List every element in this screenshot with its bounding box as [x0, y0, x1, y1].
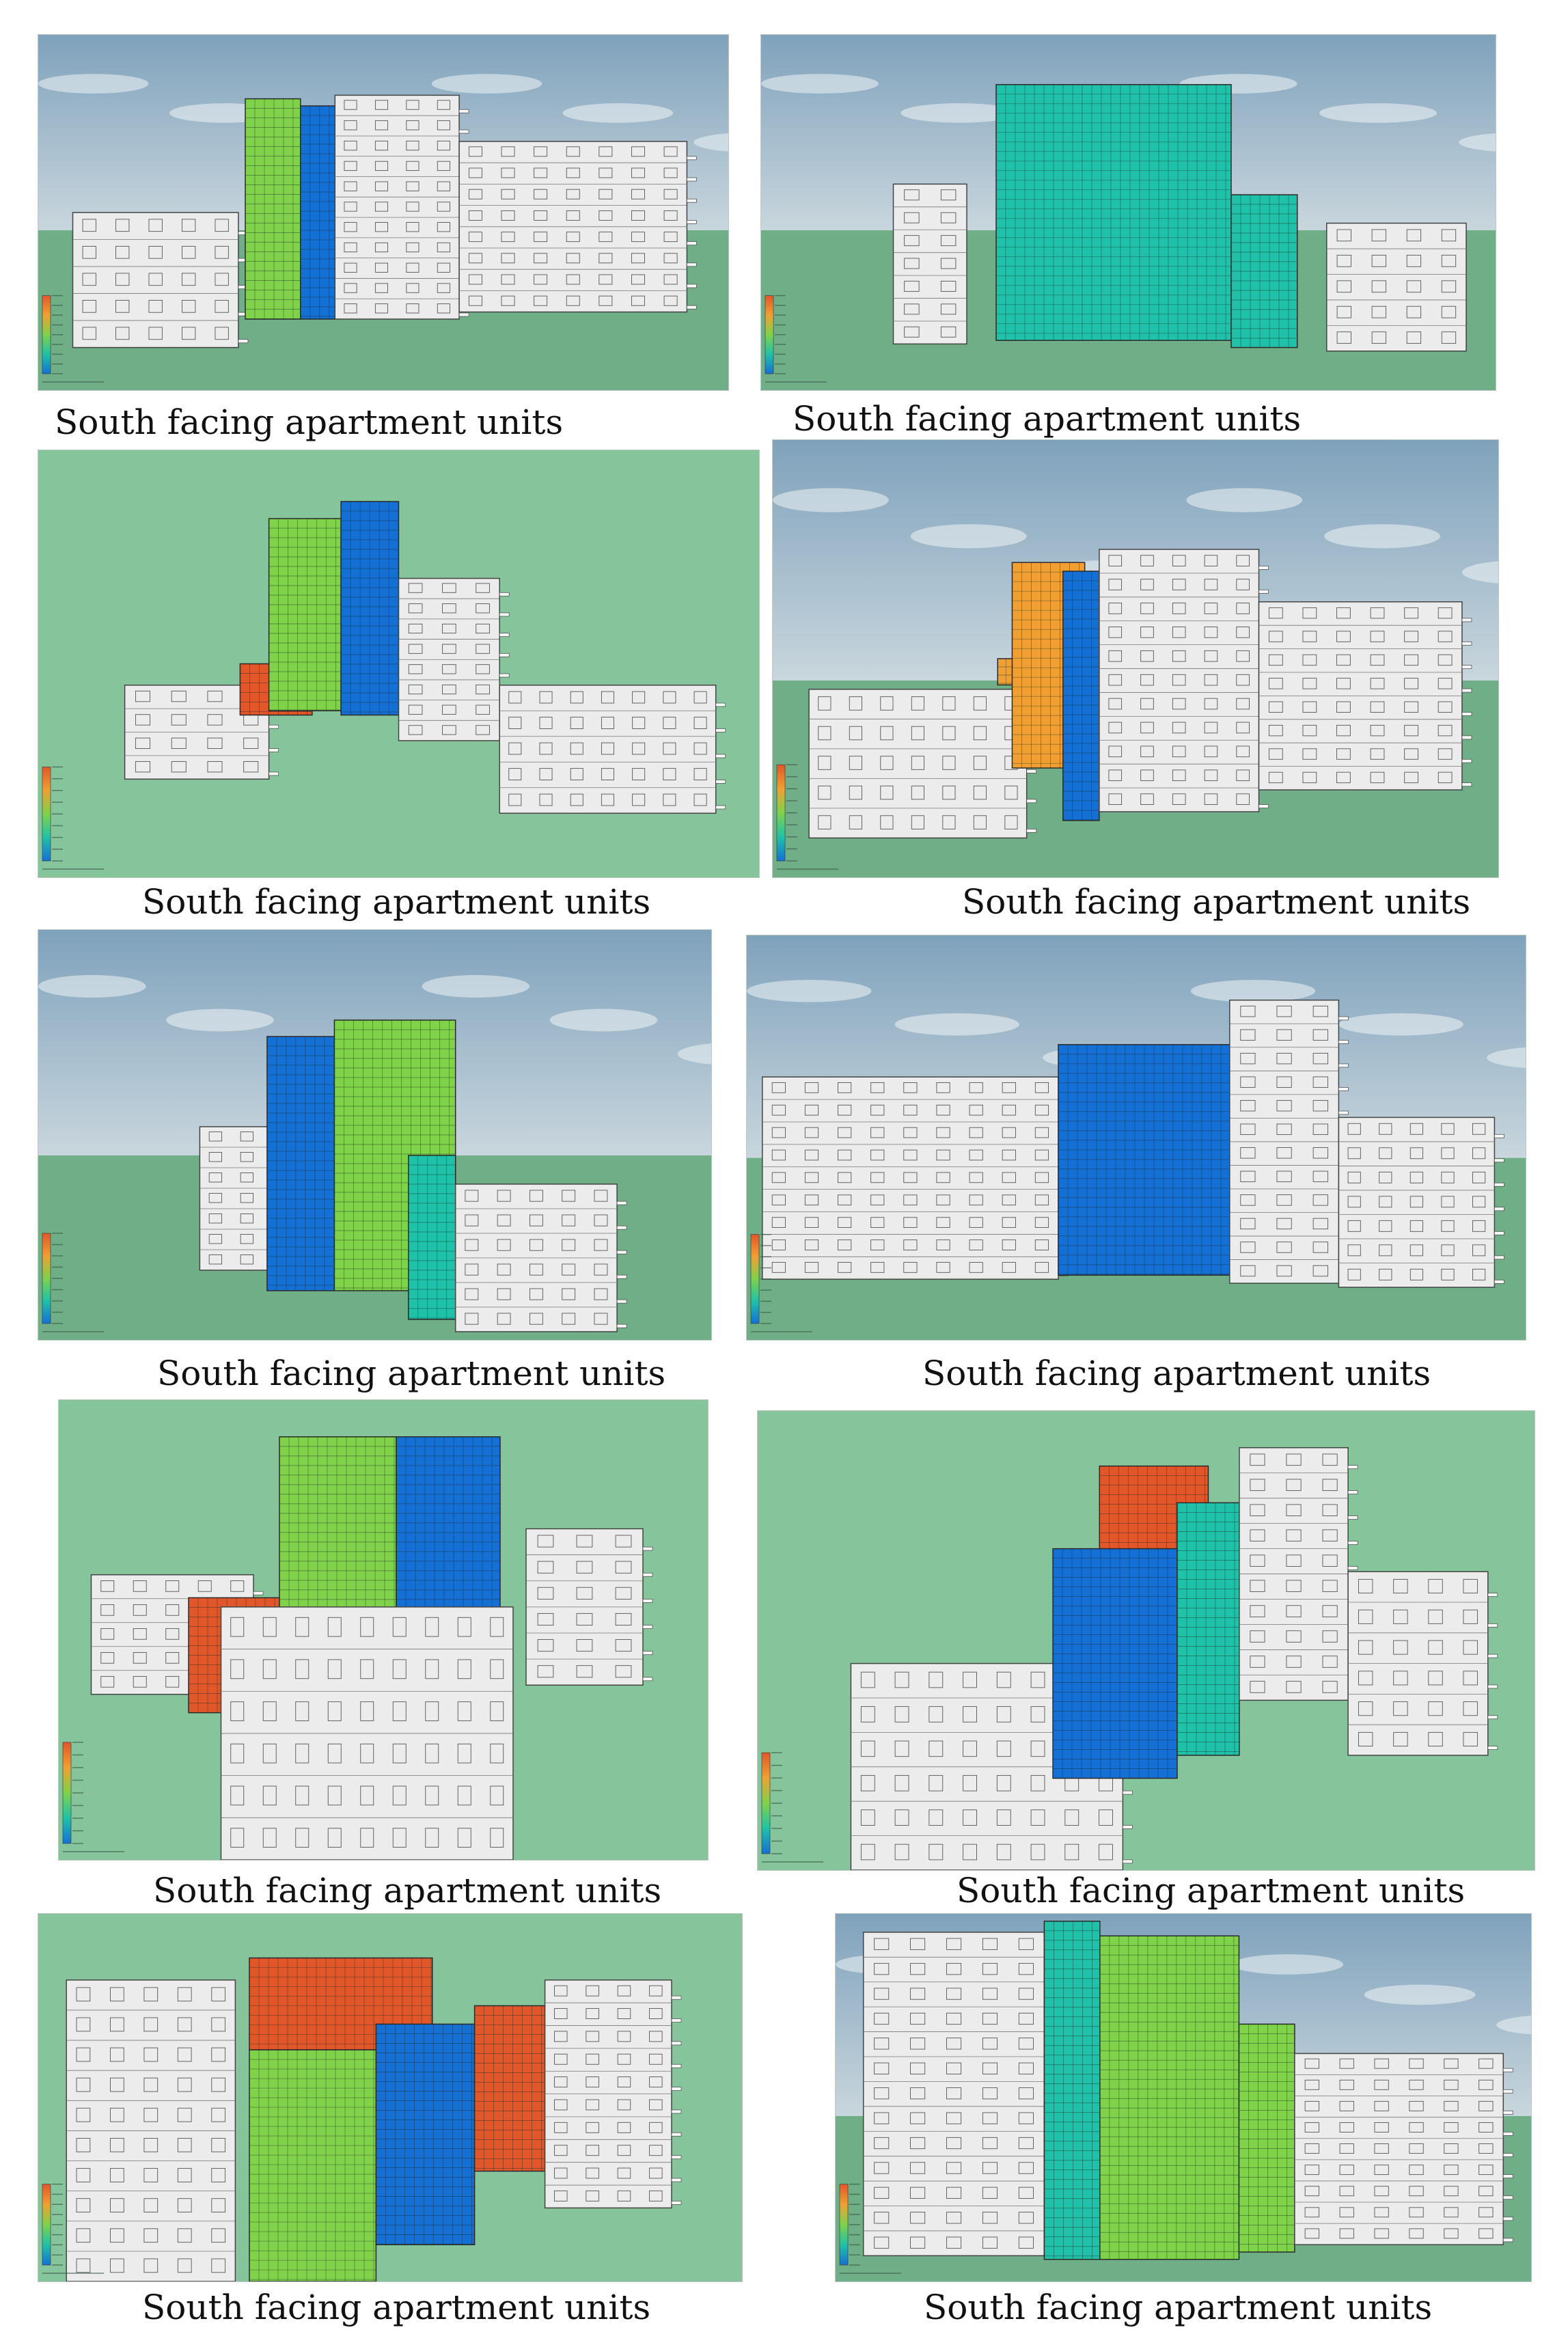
facade-irradiance-green	[245, 98, 301, 320]
building-right	[1294, 2053, 1513, 2245]
facade-irradiance-teal	[1177, 1502, 1240, 1756]
render-5-svg	[38, 930, 711, 1340]
building-right	[1326, 222, 1467, 352]
building-left	[808, 689, 1037, 839]
legend-colorbar	[42, 767, 51, 862]
render-9-svg	[38, 1914, 742, 2281]
building-tower	[1239, 1447, 1358, 1701]
facade-irradiance-teal-low	[1230, 194, 1298, 348]
render-4-svg	[773, 440, 1498, 877]
building-aerial-right	[525, 1528, 653, 1686]
facade-irradiance-teal	[995, 84, 1232, 341]
panel-caption-4: South facing apartment units	[962, 882, 1471, 922]
panel-caption-9: South facing apartment units	[142, 2288, 651, 2327]
render-panel-6	[746, 935, 1526, 1341]
facade-irradiance-blue	[1052, 1548, 1178, 1779]
facade-irradiance-green	[268, 518, 342, 711]
building-left	[762, 1076, 1069, 1280]
legend-colorbar	[776, 764, 786, 862]
building-aerial-right	[544, 1979, 682, 2209]
render-2-svg	[761, 35, 1496, 390]
render-1-svg	[38, 35, 728, 390]
building-foreground	[220, 1606, 514, 1860]
facade-irradiance-green	[249, 2049, 377, 2281]
facade-irradiance-green	[1099, 1935, 1240, 2260]
render-3-svg	[38, 450, 759, 877]
panel-caption-3: South facing apartment units	[142, 882, 651, 922]
render-10-svg	[836, 1914, 1531, 2281]
legend-colorbar	[42, 295, 51, 374]
panel-caption-10: South facing apartment units	[924, 2288, 1433, 2327]
building-tower	[1229, 999, 1349, 1284]
building-left	[72, 212, 249, 348]
panel-caption-5: South facing apartment units	[157, 1354, 666, 1393]
building-aerial-left	[66, 1979, 236, 2281]
building-aerial-right	[499, 685, 726, 814]
roof-irradiance-orange-2	[473, 2005, 546, 2172]
building-right	[454, 1183, 627, 1332]
render-8-svg	[758, 1411, 1535, 1870]
legend-colorbar	[42, 1233, 51, 1324]
building-left	[862, 1932, 1054, 2257]
render-panel-9	[38, 1913, 743, 2282]
panel-caption-8: South facing apartment units	[957, 1871, 1466, 1910]
facade-irradiance-green-2	[1238, 2023, 1295, 2253]
panel-caption-1: South facing apartment units	[55, 402, 564, 442]
facade-irradiance-blue	[1058, 1044, 1230, 1276]
legend-colorbar	[62, 1742, 72, 1844]
legend-colorbar	[42, 2184, 51, 2266]
legend-colorbar	[761, 1752, 771, 1854]
facade-irradiance-blue	[300, 105, 336, 320]
panel-caption-7: South facing apartment units	[153, 1871, 662, 1910]
render-panel-5	[38, 929, 712, 1341]
building-aerial-right	[1347, 1571, 1498, 1756]
legend-colorbar	[750, 1234, 760, 1324]
facade-irradiance-teal	[1043, 1921, 1101, 2260]
facade-irradiance-teal	[408, 1155, 456, 1320]
render-panel-10	[835, 1913, 1532, 2282]
facade-irradiance-blue	[1062, 571, 1100, 821]
legend-colorbar	[839, 2184, 849, 2266]
building-right	[1258, 601, 1472, 791]
building-aerial-mid	[398, 577, 510, 741]
facade-irradiance-blue	[340, 501, 400, 716]
render-panel-3	[38, 450, 760, 878]
render-panel-7	[58, 1399, 709, 1861]
building-right	[458, 141, 697, 313]
render-7-svg	[59, 1400, 708, 1860]
building-right	[1338, 1116, 1504, 1288]
building-left	[892, 183, 967, 345]
facade-irradiance-blue	[266, 1036, 335, 1291]
legend-colorbar	[765, 295, 774, 374]
facade-irradiance-blue	[375, 2023, 476, 2245]
panel-caption-2: South facing apartment units	[793, 399, 1302, 439]
building-tower	[1099, 549, 1269, 812]
render-panel-1	[38, 34, 729, 391]
render-panel-4	[772, 439, 1499, 878]
render-6-svg	[747, 935, 1526, 1340]
panel-caption-6: South facing apartment units	[922, 1354, 1431, 1393]
building-tower	[334, 94, 469, 320]
render-panel-2	[760, 34, 1496, 391]
render-panel-8	[757, 1410, 1535, 1871]
